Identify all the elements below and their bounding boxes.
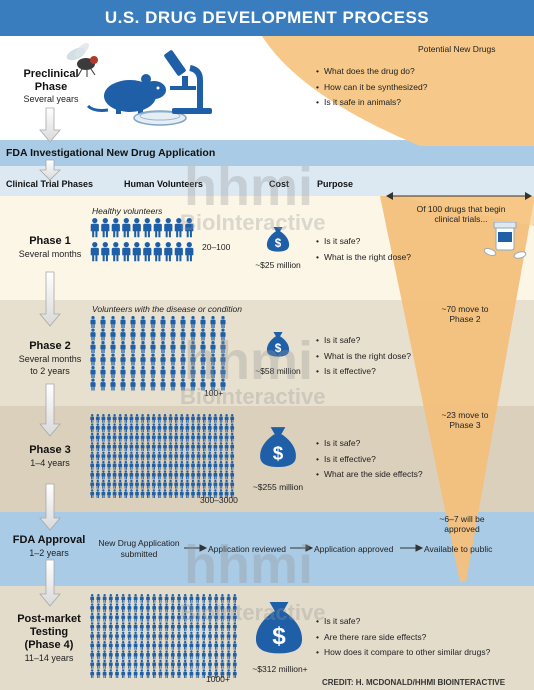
pill-bottle-icon [483,222,527,259]
flow-arrows [39,107,61,607]
postmarket-questions: Is it safe? Are there rare side effects?… [316,614,490,661]
money-bag-icon: $ [255,602,303,654]
watermark-sub: BioInteractive [180,210,326,235]
phase1-questions: Is it safe? What is the right dose? [316,234,411,265]
phase1-volunteer-count: 20–100 [202,242,231,252]
page-title: U.S. DRUG DEVELOPMENT PROCESS [0,0,534,36]
postmarket-title-2: Testing [29,626,69,638]
preclinical-question: What does the drug do? [316,64,427,80]
preclinical-questions: What does the drug do? How can it be syn… [316,64,427,111]
phase3-money-bag: $ [257,424,299,473]
funnel-width-arrow [386,192,532,200]
approval-step-available: Available to public [424,544,493,554]
postmarket-volunteer-grid [90,594,239,684]
column-header-cost: Cost [269,179,289,189]
person-icon-group [90,414,235,498]
phase2-cost: ~$58 million [255,366,301,376]
phase3-question: Is it effective? [316,452,423,468]
preclinical-duration: Several years [23,94,79,104]
watermark-logo: hhmi [184,331,313,391]
phase1-question: What is the right dose? [316,250,411,266]
image-credit: CREDIT: H. MCDONALD/HHMI BIOINTERACTIVE [322,678,506,687]
approval-step-reviewed: Application reviewed [208,544,286,554]
phase2-question: What is the right dose? [316,349,411,365]
postmarket-question: Is it safe? [316,614,490,630]
phase1-cost: ~$25 million [255,260,301,270]
phase2-questions: Is it safe? What is the right dose? Is i… [316,333,411,380]
approval-band [0,512,534,586]
ind-application-title: FDA Investigational New Drug Application [6,147,216,159]
phase2-question: Is it effective? [316,364,411,380]
potential-drugs-label: Potential New Drugs [418,44,496,54]
watermark-logo: hhmi [184,157,313,217]
approval-funnel-note: ~6–7 will be approved [439,514,485,534]
phase3-duration: 1–4 years [30,458,70,468]
column-header-phases: Clinical Trial Phases [6,179,94,189]
money-bag-icon: $ [266,331,290,357]
fly-icon [66,43,98,77]
postmarket-volunteer-count: 1000+ [206,674,230,684]
svg-text:$: $ [272,623,286,650]
column-header-volunteers: Human Volunteers [124,179,203,189]
approval-step-approved: Application approved [314,544,394,554]
phase3-cost: ~$255 million [252,482,304,492]
petri-dish-icon [133,110,187,126]
phase2-money-bag: $ [265,330,291,362]
phase1-duration: Several months [18,249,82,259]
approval-title: FDA Approval [12,534,86,546]
approval-step-submitted: New Drug Application submitted [98,538,180,559]
money-bag-icon: $ [260,427,296,468]
phase1-title: Phase 1 [29,235,71,247]
phase2-volunteers-label: Volunteers with the disease or condition [92,304,242,314]
microscope-icon [164,50,212,114]
phase2-funnel-note: ~70 move to Phase 2 [441,304,489,324]
postmarket-question: How does it compare to other similar dru… [316,645,490,661]
postmarket-title-1: Post-market [17,613,81,625]
preclinical-question: How can it be synthesized? [316,80,427,96]
phase3-volunteer-count: 300–3000 [200,495,238,505]
phase3-title: Phase 3 [29,444,71,456]
lab-rat-icon [86,74,166,114]
column-header-purpose: Purpose [317,179,354,189]
watermark-sub: BioInteractive [180,384,326,409]
preclinical-title-2: Phase [34,81,68,93]
person-icon-group [90,316,226,391]
postmarket-cost: ~$312 million+ [252,664,308,674]
postmarket-question: Are there rare side effects? [316,630,490,646]
phase3-funnel-note: ~23 move to Phase 3 [441,410,489,430]
approval-duration: 1–2 years [29,548,69,558]
postmarket-money-bag: $ [252,598,306,660]
person-icon-group [90,594,237,678]
phase1-volunteers-label: Healthy volunteers [92,206,163,216]
preclinical-question: Is it safe in animals? [316,95,427,111]
phase2-volunteer-grid [90,316,230,396]
phase2-question: Is it safe? [316,333,411,349]
phase2-duration-2: to 2 years [30,366,70,376]
phase3-questions: Is it safe? Is it effective? What are th… [316,436,423,483]
preclinical-title-1: Preclinical [23,68,79,80]
phase2-volunteer-count: 100+ [204,388,224,398]
money-bag-icon: $ [266,226,290,252]
postmarket-title-3: (Phase 4) [24,639,74,651]
column-header-band [0,166,534,196]
phase1-question: Is it safe? [316,234,411,250]
watermark-sub: BioInteractive [180,600,326,625]
svg-text:$: $ [275,237,282,250]
phase2-duration-1: Several months [18,354,82,364]
approval-flow-arrows [184,544,424,552]
phase3-question: What are the side effects? [316,467,423,483]
funnel-intro-note: Of 100 drugs that begin clinical trials.… [416,204,506,224]
svg-text:$: $ [273,444,284,465]
phase3-question: Is it safe? [316,436,423,452]
phase2-title: Phase 2 [29,340,71,352]
postmarket-duration: 11–14 years [24,653,74,663]
person-icon-group [90,218,194,262]
phase3-volunteer-grid [90,414,236,504]
phase1-volunteer-grid [90,218,195,271]
svg-text:$: $ [275,342,282,355]
watermark-logo: hhmi [184,535,313,595]
phase1-money-bag: $ [265,225,291,257]
